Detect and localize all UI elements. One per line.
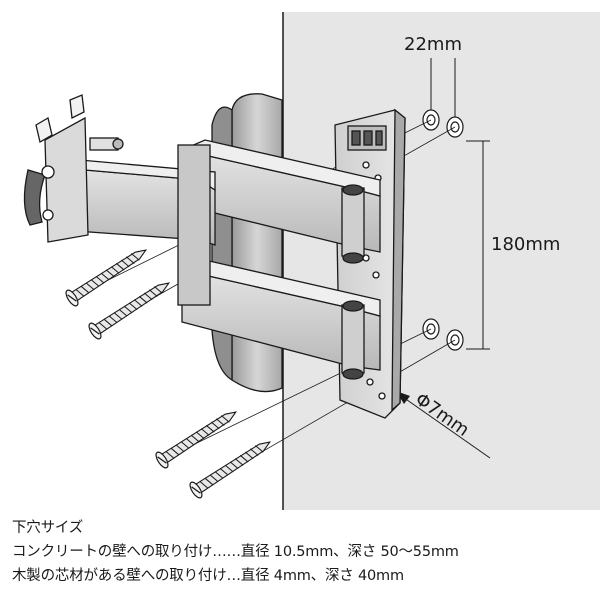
- screw-1: [65, 249, 148, 307]
- front-arm: [61, 144, 216, 306]
- screw-2: [88, 282, 171, 340]
- dimension-180mm: [466, 140, 490, 350]
- pilot-hole-notes: 下穴サイズ コンクリートの壁への取り付け……直径 10.5mm、深さ 50〜55…: [12, 516, 597, 588]
- lower-arm: [179, 259, 381, 380]
- wall-mount-diagram: 22mm 180mm Φ7mm: [23, 12, 600, 510]
- dimension-label-22mm: 22mm: [404, 34, 462, 55]
- dimension-label-180mm: 180mm: [491, 234, 560, 255]
- notes-heading: 下穴サイズ: [12, 520, 84, 536]
- upper-arm: [179, 139, 381, 264]
- dimension-22mm: [430, 58, 456, 118]
- note-wood-stud-wall: 木製の芯材がある壁への取り付け…直径 4mm、深さ 40mm: [12, 568, 404, 584]
- mount-spine: [211, 93, 283, 393]
- screw-4: [189, 441, 272, 499]
- note-concrete-wall: コンクリートの壁への取り付け……直径 10.5mm、深さ 50〜55mm: [12, 544, 459, 560]
- screw-3: [155, 411, 238, 469]
- tv-bracket: [23, 94, 124, 243]
- wall: [282, 12, 600, 510]
- screws: [65, 249, 272, 499]
